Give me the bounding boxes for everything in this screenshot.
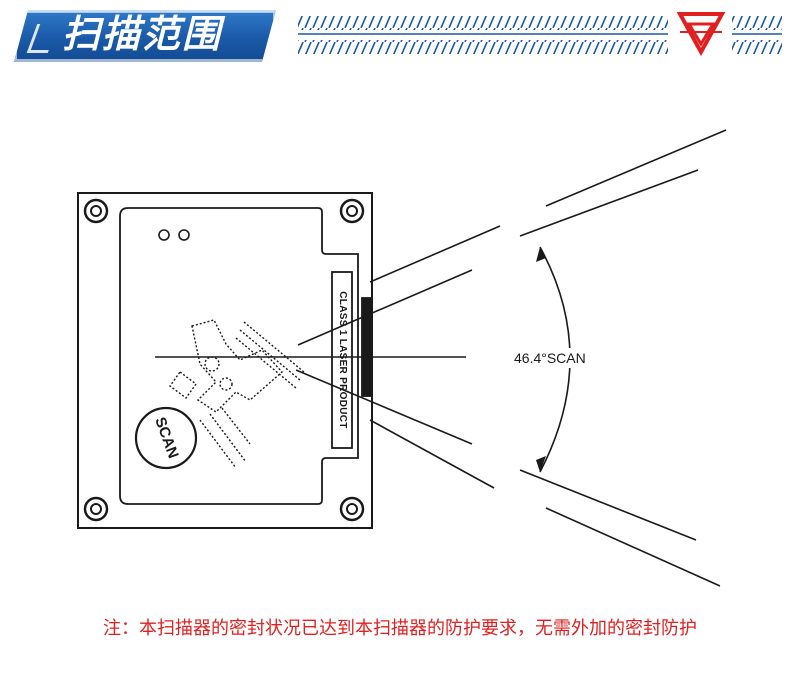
hatch-stripes-left bbox=[298, 16, 668, 54]
red-double-triangle-logo-icon bbox=[676, 12, 726, 57]
title-badge bbox=[14, 10, 276, 62]
laser-label-strip bbox=[331, 271, 353, 449]
mounting-hole-bottom-right bbox=[339, 496, 365, 522]
scanner-housing bbox=[77, 192, 373, 529]
dotted-crane-illustration bbox=[169, 319, 305, 469]
section-header: 扫描范围 bbox=[0, 0, 800, 80]
scanner-face bbox=[119, 207, 359, 505]
header-decoration bbox=[298, 12, 782, 57]
laser-label-text: CLASS 1 LASER PRODUCT bbox=[337, 291, 348, 429]
footnote-caption: 注：本扫描器的密封状况已达到本扫描器的防护要求，无需外加的密封防护 bbox=[103, 618, 697, 639]
scan-window bbox=[361, 297, 373, 397]
mounting-hole-top-left bbox=[83, 198, 109, 224]
scan-button bbox=[134, 406, 198, 470]
section-title: 扫描范围 bbox=[62, 12, 223, 56]
indicator-leds bbox=[158, 229, 190, 241]
scan-angle-label: 46.4°SCAN bbox=[512, 348, 588, 368]
hatch-stripes-right bbox=[732, 16, 782, 54]
scan-range-diagram bbox=[77, 129, 727, 587]
mounting-hole-bottom-left bbox=[83, 496, 109, 522]
mounting-hole-top-right bbox=[339, 198, 365, 224]
scan-beam-lines bbox=[295, 129, 727, 587]
